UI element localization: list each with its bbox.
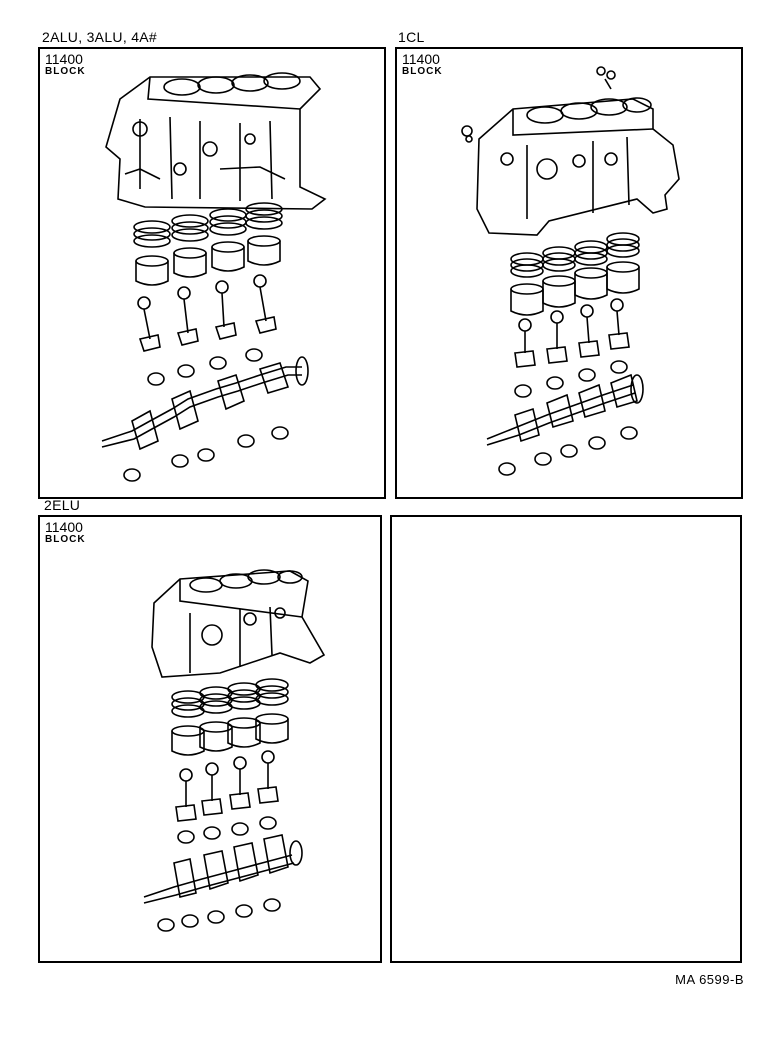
part-number: 11400 <box>402 51 440 67</box>
panel-caption: 2ALU, 3ALU, 4A# <box>42 29 158 45</box>
figure-reference: MA 6599-B <box>675 972 744 987</box>
part-name: BLOCK <box>45 534 86 545</box>
diagram-panel: 11400 BLOCK <box>395 47 743 499</box>
diagram-panel: 11400 BLOCK <box>38 47 386 499</box>
engine-block-illustration <box>143 569 326 932</box>
empty-panel <box>390 515 742 963</box>
diagram-panel: 11400 BLOCK <box>38 515 382 963</box>
part-name: BLOCK <box>45 66 86 77</box>
part-number: 11400 <box>45 519 83 535</box>
part-number: 11400 <box>45 51 83 67</box>
part-name: BLOCK <box>402 66 443 77</box>
engine-block-illustration <box>101 72 327 482</box>
panel-caption: 2ELU <box>44 497 81 513</box>
engine-block-illustration <box>461 66 680 476</box>
panel-caption: 1CL <box>398 29 425 45</box>
